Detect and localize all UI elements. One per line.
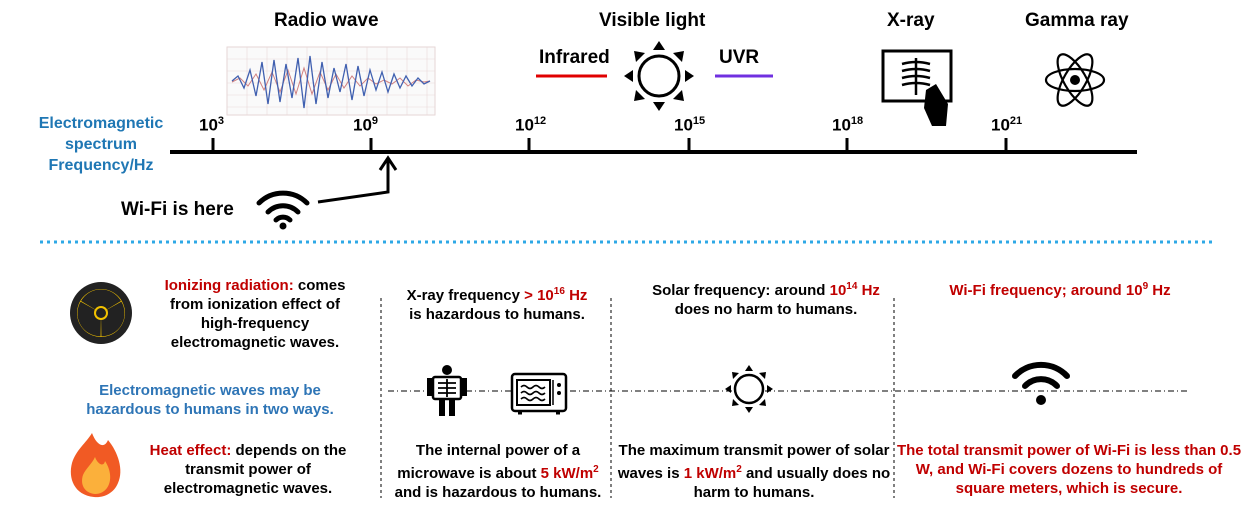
wifi-power-text: The total transmit power of Wi-Fi is les… [896, 442, 1242, 497]
axis-title: Electromagnetic spectrum Frequency/Hz [38, 115, 164, 174]
hazard-intro-text: Electromagnetic waves may be hazardous t… [86, 382, 334, 418]
solar-frequency-text: Solar frequency: around 1014 Hz does no … [652, 281, 880, 318]
wifi-label: Wi-Fi is here [121, 199, 234, 220]
sun-icon [624, 41, 694, 111]
tick-label: 103 [199, 115, 225, 135]
wifi-pointer-arrow [317, 155, 398, 204]
tick-label: 1015 [674, 115, 706, 135]
solar-power-text: The maximum transmit power of solar wave… [617, 442, 891, 501]
heat-effect-text: Heat effect: depends on the transmit pow… [149, 442, 347, 497]
band-label-infrared: Infrared [539, 47, 610, 68]
band-label-gamma: Gamma ray [1025, 10, 1129, 31]
xray-frequency-text: X-ray frequency > 1016 Hz is hazardous t… [406, 286, 588, 323]
ionizing-radiation-text: Ionizing radiation: comes from ionizatio… [164, 277, 346, 351]
wifi-icon [256, 190, 310, 230]
tick-label: 1018 [832, 115, 864, 135]
atom-icon [1044, 53, 1106, 107]
xray-icon [881, 49, 953, 126]
wifi-frequency-text: Wi-Fi frequency; around 109 Hz [949, 281, 1171, 299]
microwave-power-text: The internal power of a microwave is abo… [394, 442, 602, 501]
sun-icon [725, 365, 773, 413]
radio-wave-icon [226, 46, 436, 116]
band-label-radio: Radio wave [274, 10, 379, 31]
microwave-icon [510, 372, 568, 415]
tick-label: 109 [353, 115, 379, 135]
tick-label: 1021 [991, 115, 1023, 135]
axis-ticks [211, 138, 1008, 152]
band-label-visible: Visible light [599, 10, 706, 31]
xray-person-icon [427, 365, 467, 416]
fire-icon [70, 433, 121, 498]
radiation-icon [70, 282, 132, 344]
wifi-icon [1012, 361, 1070, 405]
band-label-uvr: UVR [719, 47, 760, 68]
tick-label: 1012 [515, 115, 547, 135]
band-label-xray: X-ray [887, 10, 935, 31]
